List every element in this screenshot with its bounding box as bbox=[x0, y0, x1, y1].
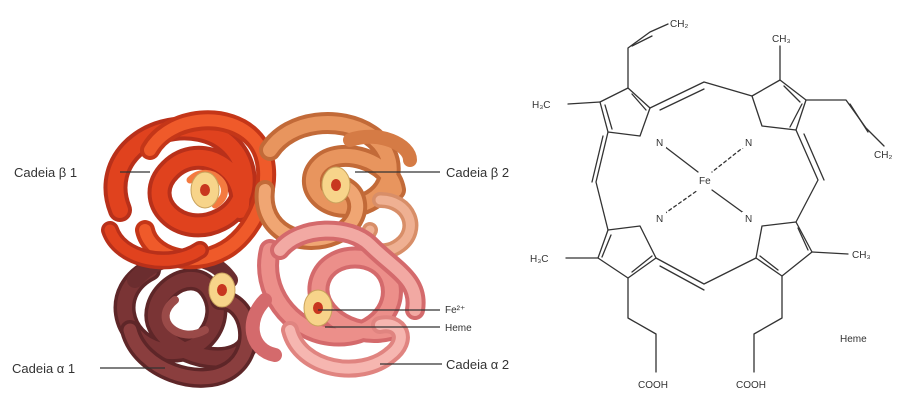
propionate-right bbox=[753, 275, 783, 373]
label-cooh-left: COOH bbox=[638, 380, 668, 391]
label-ch2-right: CH₂ bbox=[874, 150, 892, 161]
pyrrole-bottom-left bbox=[597, 225, 657, 279]
label-alpha1: Cadeia α 1 bbox=[12, 361, 75, 376]
heme-group-alpha2 bbox=[303, 289, 333, 327]
label-heme: Heme bbox=[445, 323, 472, 334]
heme-group-beta2 bbox=[321, 166, 351, 204]
label-ch3-right: CH₃ bbox=[852, 250, 871, 261]
label-beta1: Cadeia β 1 bbox=[14, 165, 77, 180]
meso-bottom bbox=[655, 257, 757, 285]
label-beta2: Cadeia β 2 bbox=[446, 165, 509, 180]
structure-caption: Heme bbox=[840, 334, 867, 345]
atom-n-bottom-left: N bbox=[656, 214, 663, 225]
alpha2-chain bbox=[245, 220, 426, 378]
label-fe: Fe²⁺ bbox=[445, 305, 465, 316]
label-alpha2: Cadeia α 2 bbox=[446, 357, 509, 372]
beta1-chain bbox=[101, 110, 277, 270]
vinyl-right bbox=[805, 99, 885, 147]
atom-n-top-left: N bbox=[656, 138, 663, 149]
fe-bond-bottom-right bbox=[711, 189, 746, 215]
label-ch2-top: CH₂ bbox=[670, 19, 688, 30]
label-h3c-left-bottom: H₃C bbox=[530, 254, 549, 265]
label-ch3-top: CH₃ bbox=[772, 34, 791, 45]
pyrrole-top-right bbox=[751, 79, 807, 131]
label-h3c-left-top: H₃C bbox=[532, 100, 551, 111]
atom-fe: Fe bbox=[699, 176, 711, 187]
heme-group-alpha1 bbox=[208, 272, 236, 308]
propionate-left bbox=[627, 277, 657, 373]
alpha1-chain bbox=[113, 249, 261, 388]
atom-n-top-right: N bbox=[745, 138, 752, 149]
pyrrole-top-left bbox=[599, 87, 651, 137]
heme-structure bbox=[565, 23, 885, 373]
heme-group-beta1 bbox=[190, 171, 220, 209]
fe-bond-top-right bbox=[711, 145, 746, 173]
hemoglobin-protein: Cadeia β 1 Cadeia β 2 Cadeia α 1 Cadeia … bbox=[12, 110, 509, 388]
fe-bond-top-left bbox=[663, 145, 699, 173]
fe-bond-bottom-left bbox=[663, 189, 699, 215]
meso-left bbox=[595, 131, 609, 231]
label-cooh-right: COOH bbox=[736, 380, 766, 391]
vinyl-top bbox=[627, 23, 669, 89]
meso-top bbox=[649, 81, 753, 109]
heme-structure-labels: CH₂ CH₃ H₃C CH₂ H₃C CH₃ COOH COOH N N N … bbox=[530, 19, 892, 391]
atom-n-bottom-right: N bbox=[745, 214, 752, 225]
pyrrole-bottom-right bbox=[755, 221, 813, 277]
meso-right bbox=[795, 129, 819, 223]
